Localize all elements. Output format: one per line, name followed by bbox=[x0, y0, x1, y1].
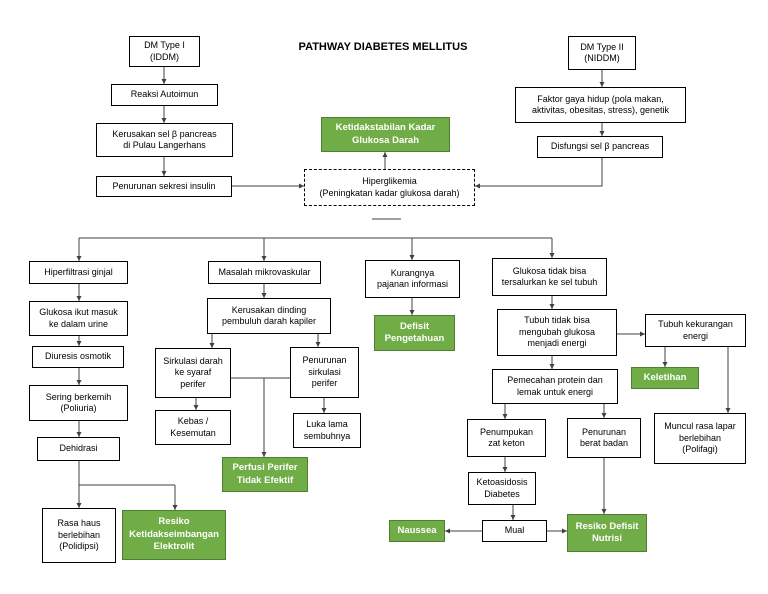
nutrition-deficit-risk-diagnosis: Resiko Defisit Nutrisi bbox=[567, 514, 647, 552]
lack-of-information-node: Kurangnya pajanan informasi bbox=[365, 260, 460, 298]
energy-deficit-node: Tubuh kekurangan energi bbox=[645, 314, 746, 347]
diagram-title: PATHWAY DIABETES MELLITUS bbox=[298, 41, 468, 53]
fatigue-diagnosis: Keletihan bbox=[631, 367, 699, 389]
capillary-damage-node: Kerusakan dinding pembuluh darah kapiler bbox=[207, 298, 331, 334]
peripheral-circulation-decrease-node: Penurunan sirkulasi perifer bbox=[290, 347, 359, 398]
insulin-decrease-node: Penurunan sekresi insulin bbox=[96, 176, 232, 197]
beta-cell-damage-node: Kerusakan sel β pancreas di Pulau Langer… bbox=[96, 123, 233, 157]
polyphagia-node: Muncul rasa lapar berlebihan (Polifagi) bbox=[654, 413, 746, 464]
arrow-beta-dysfunction-to-hyperglycemia bbox=[475, 158, 603, 189]
glucosuria-node: Glukosa ikut masuk ke dalam urine bbox=[29, 301, 128, 336]
autoimmune-reaction-node: Reaksi Autoimun bbox=[111, 84, 218, 106]
protein-fat-breakdown-node: Pemecahan protein dan lemak untuk energi bbox=[492, 369, 618, 404]
electrolyte-imbalance-risk-diagnosis: Resiko Ketidakseimbangan Elektrolit bbox=[122, 510, 226, 560]
weight-loss-node: Penurunan berat badan bbox=[567, 418, 641, 458]
connector-dehydration-split bbox=[78, 461, 175, 486]
nausea-diagnosis: Naussea bbox=[389, 520, 445, 542]
dm-type-2-node: DM Type II (NIDDM) bbox=[568, 36, 636, 70]
slow-wound-healing-node: Luka lama sembuhnya bbox=[293, 413, 361, 448]
ineffective-perfusion-diagnosis: Perfusi Perifer Tidak Efektif bbox=[222, 457, 308, 492]
renal-hyperfiltration-node: Hiperfiltrasi ginjal bbox=[29, 261, 128, 284]
lifestyle-factors-node: Faktor gaya hidup (pola makan, aktivitas… bbox=[515, 87, 686, 123]
glucose-not-delivered-node: Glukosa tidak bisa tersalurkan ke sel tu… bbox=[492, 258, 607, 296]
dm-type-1-node: DM Type I (IDDM) bbox=[129, 36, 200, 67]
ketone-buildup-node: Penumpukan zat keton bbox=[467, 419, 546, 457]
knowledge-deficit-diagnosis: Defisit Pengetahuan bbox=[374, 315, 455, 351]
ketoacidosis-node: Ketoasidosis Diabetes bbox=[468, 472, 536, 505]
hyperglycemia-node: Hiperglikemia (Peningkatan kadar glukosa… bbox=[304, 169, 475, 206]
polydipsia-node: Rasa haus berlebihan (Polidipsi) bbox=[42, 508, 116, 563]
no-energy-conversion-node: Tubuh tidak bisa mengubah glukosa menjad… bbox=[497, 309, 617, 356]
nausea-node: Mual bbox=[482, 520, 547, 542]
osmotic-diuresis-node: Diuresis osmotik bbox=[32, 346, 124, 368]
nerve-circulation-node: Sirkulasi darah ke syaraf perifer bbox=[155, 348, 231, 398]
glucose-instability-diagnosis: Ketidakstabilan Kadar Glukosa Darah bbox=[321, 117, 450, 152]
dehydration-node: Dehidrasi bbox=[37, 437, 120, 461]
numbness-tingling-node: Kebas / Kesemutan bbox=[155, 410, 231, 445]
polyuria-node: Sering berkemih (Poliuria) bbox=[29, 385, 128, 421]
microvascular-problem-node: Masalah mikrovaskular bbox=[208, 261, 321, 284]
beta-cell-dysfunction-node: Disfungsi sel β pancreas bbox=[537, 136, 663, 158]
